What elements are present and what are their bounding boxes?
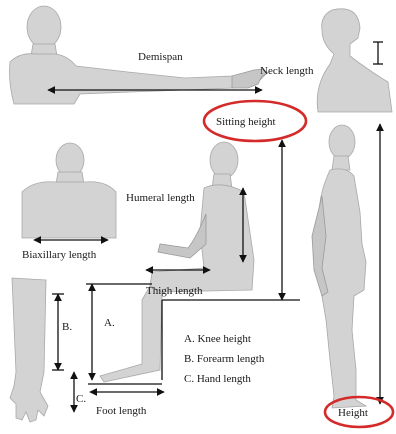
biaxillary-length-label: Biaxillary length <box>22 249 97 261</box>
legend-hand-length: C. Hand length <box>184 373 251 385</box>
forearm-figure <box>10 278 48 422</box>
biaxillary-figure <box>22 143 116 238</box>
height-label: Height <box>338 407 368 419</box>
seated-figure <box>100 142 254 382</box>
marker-a-label: A. <box>104 317 115 329</box>
humeral-length-label: Humeral length <box>126 192 195 204</box>
standing-figure <box>312 125 366 408</box>
neck-figure <box>317 9 392 112</box>
thigh-length-label: Thigh length <box>146 285 203 297</box>
marker-c-label: C. <box>76 393 86 405</box>
sitting-height-label: Sitting height <box>216 116 276 128</box>
foot-length-label: Foot length <box>96 405 147 417</box>
neck-length-label: Neck length <box>260 65 314 77</box>
demispan-label: Demispan <box>138 51 183 63</box>
legend-knee-height: A. Knee height <box>184 333 251 345</box>
legend-forearm-length: B. Forearm length <box>184 353 265 365</box>
marker-b-label: B. <box>62 321 72 333</box>
